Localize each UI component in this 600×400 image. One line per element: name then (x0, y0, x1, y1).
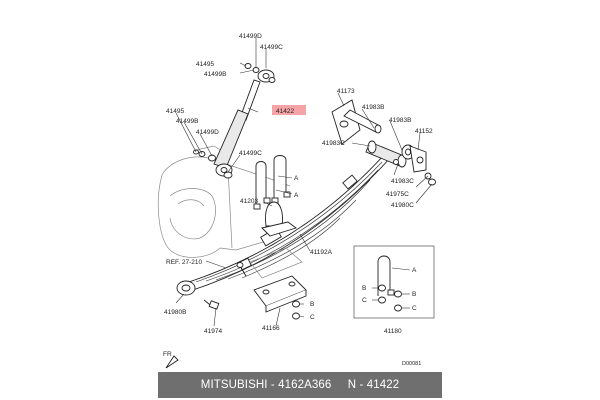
front-bushing (176, 262, 247, 310)
label-41422: 41422 (276, 108, 294, 115)
label-41499b-left: 41499B (176, 118, 198, 125)
label-41980c: 41980C (391, 202, 414, 209)
label-ref: REF. 27-210 (166, 259, 203, 266)
label-41192a: 41192A (310, 249, 333, 256)
plate-nuts (292, 300, 300, 320)
label-41495-top: 41495 (196, 61, 214, 68)
u-bolts (253, 155, 291, 210)
label-c-mid: C (310, 314, 315, 321)
label-41499b-top: 41499B (204, 71, 226, 78)
u-bolt-kit-box (353, 245, 435, 319)
label-41499c-top: 41499C (260, 44, 283, 51)
label-41974: 41974 (204, 328, 222, 335)
label-41152: 41152 (415, 128, 433, 135)
part-labels: 41499D 41499C 41495 41499B 41422 41495 4… (163, 33, 433, 367)
label-41180: 41180 (384, 328, 402, 335)
label-box-c1: C (362, 297, 367, 304)
parts-diagram: 41499D 41499C 41495 41499B 41422 41495 4… (157, 33, 436, 369)
footer-text: MITSUBISHI - 4162A366 N - 41422 (200, 379, 400, 391)
label-41983b-2: 41983B (389, 117, 411, 124)
label-41975c: 41975C (386, 191, 409, 198)
label-box-b2: B (412, 291, 416, 298)
spring-plate (249, 247, 307, 313)
label-box-a: A (412, 267, 417, 274)
part-highlight (272, 105, 306, 115)
label-41166: 41166 (262, 325, 280, 332)
front-direction-arrow (165, 355, 179, 369)
label-41983c-2: 41983C (391, 178, 414, 185)
footer-caption: MITSUBISHI - 4162A366 N - 41422 (158, 372, 442, 398)
rear-shackle (331, 99, 436, 186)
label-a-upper: A (294, 175, 299, 182)
label-41983b-1: 41983B (362, 104, 384, 111)
label-41499c-mid: 41499C (239, 150, 262, 157)
label-41499d-left: 41499D (196, 129, 219, 136)
bump-stopper (261, 201, 297, 237)
label-41983c-1: 41983C (322, 140, 345, 147)
label-box-c2: C (412, 305, 417, 312)
label-a-upper2: A (294, 192, 299, 199)
label-41203: 41203 (240, 198, 258, 205)
leader-lines (175, 38, 433, 327)
label-41980b: 41980B (164, 309, 186, 316)
label-41173: 41173 (337, 88, 355, 95)
label-fr: FR (163, 351, 172, 358)
label-41495-left: 41495 (166, 108, 184, 115)
label-b-mid: B (310, 301, 314, 308)
label-box-b1: B (362, 285, 366, 292)
label-41499d-top: 41499D (239, 33, 262, 40)
label-code: D00081 (402, 361, 421, 367)
shock-absorber (193, 63, 276, 179)
